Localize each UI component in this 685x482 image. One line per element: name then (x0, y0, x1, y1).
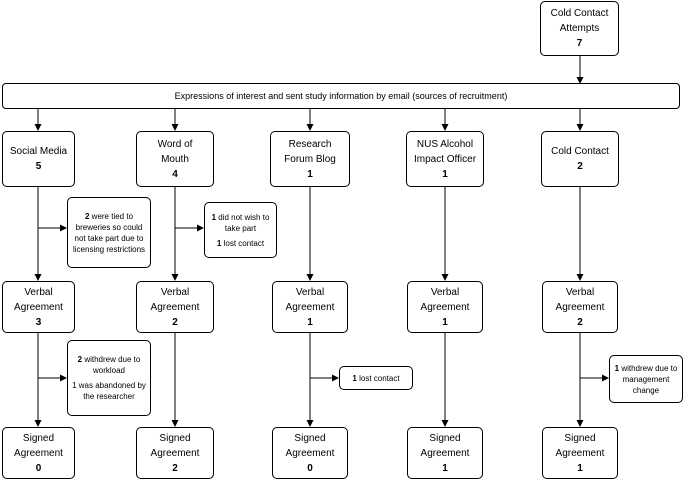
signed-count: 1 (577, 462, 583, 474)
note-detail: 1 was abandoned by the researcher (72, 381, 146, 401)
signed-label-1: Signed (294, 432, 326, 444)
note-count: 1 (352, 373, 357, 383)
source-label-2: Mouth (161, 153, 189, 165)
signed-label-2: Agreement (150, 447, 200, 459)
note-detail: lost contact (356, 373, 400, 383)
verbal-label-1: Verbal (430, 286, 460, 298)
recruitment-banner: Expressions of interest and sent study i… (2, 83, 680, 109)
signed-count: 1 (442, 462, 448, 474)
signed-label-1: Signed (22, 432, 55, 444)
verbal-agreement-box-social-media: Verbal Agreement 3 (2, 281, 75, 333)
source-count: 2 (577, 161, 583, 172)
note-detail: were tied to breweries so could not take… (72, 211, 146, 254)
signed-count: 0 (307, 462, 313, 474)
verbal-count: 1 (442, 316, 448, 328)
verbal-count: 2 (172, 316, 178, 328)
note-detail: withdrew due to management change (619, 363, 678, 395)
verbal-label-2: Agreement (555, 301, 605, 313)
source-label: Word of (157, 138, 193, 150)
source-label-2: Impact Officer (413, 153, 477, 165)
verbal-agreement-box-research-forum-blog: Verbal Agreement 1 (272, 281, 348, 333)
verbal-label-1: Verbal (295, 286, 325, 298)
signed-label-2: Agreement (420, 447, 470, 459)
note-blog-lost-contact: 1 lost contact (339, 366, 413, 390)
verbal-agreement-box-nus-alcohol-impact-officer: Verbal Agreement 1 (407, 281, 483, 333)
verbal-agreement-box-cold-contact: Verbal Agreement 2 (542, 281, 618, 333)
cold-contact-attempts-count: 7 (576, 38, 583, 49)
source-count: 1 (307, 168, 313, 180)
cold-contact-attempts-label-2: Attempts (559, 23, 600, 34)
signed-label-2: Agreement (555, 447, 605, 459)
verbal-agreement-box-word-of-mouth: Verbal Agreement 2 (136, 281, 214, 333)
source-box-cold-contact: Cold Contact 2 (541, 131, 619, 187)
note-detail: did not wish to take part (216, 212, 270, 233)
verbal-label-1: Verbal (24, 286, 53, 298)
note-social-media-withdrawals: 2 withdrew due to workload 1 was abandon… (67, 340, 151, 416)
note-count: 2 (84, 211, 90, 221)
source-count: 1 (442, 168, 448, 180)
signed-label-1: Signed (429, 432, 461, 444)
note-detail: lost contact (221, 238, 265, 248)
note-cold-contact-withdrawal: 1 withdrew due to management change (609, 355, 683, 403)
cold-contact-attempts-label-1: Cold Contact (550, 8, 609, 19)
source-box-social-media: Social Media 5 (2, 131, 75, 187)
note-text: 2 were tied to breweries so could not ta… (71, 211, 147, 255)
source-count: 5 (35, 161, 42, 172)
signed-label-2: Agreement (285, 447, 335, 459)
verbal-count: 3 (35, 316, 42, 328)
verbal-label-1: Verbal (160, 286, 190, 298)
verbal-label-1: Verbal (565, 286, 595, 298)
source-label: Social Media (9, 146, 68, 157)
note-count: 1 (216, 238, 222, 248)
note-detail: withdrew due to workload (82, 355, 141, 375)
note-text: 2 withdrew due to workload (71, 354, 147, 376)
verbal-label-2: Agreement (285, 301, 335, 313)
signed-label-1: Signed (564, 432, 596, 444)
note-count: 1 (211, 212, 217, 222)
signed-agreement-box-nus-alcohol-impact-officer: Signed Agreement 1 (407, 427, 483, 479)
verbal-label-2: Agreement (14, 301, 63, 313)
source-box-nus-alcohol-impact-officer: NUS Alcohol Impact Officer 1 (406, 131, 484, 187)
signed-count: 0 (35, 462, 42, 474)
verbal-count: 1 (307, 316, 313, 328)
note-text: 1 lost contact (343, 373, 409, 384)
note-text: 1 withdrew due to management change (613, 363, 679, 396)
note-breweries-excluded: 2 were tied to breweries so could not ta… (67, 197, 151, 268)
source-label: Cold Contact (551, 146, 609, 157)
note-count: 2 (77, 355, 83, 364)
note-text: 1 did not wish to take part (208, 212, 273, 234)
signed-count: 2 (172, 462, 178, 474)
source-count: 4 (172, 168, 178, 180)
signed-agreement-box-cold-contact: Signed Agreement 1 (542, 427, 618, 479)
source-label: NUS Alcohol (416, 138, 474, 150)
signed-agreement-box-social-media: Signed Agreement 0 (2, 427, 75, 479)
source-box-word-of-mouth: Word of Mouth 4 (136, 131, 214, 187)
note-text: 1 lost contact (208, 238, 273, 249)
verbal-label-2: Agreement (420, 301, 470, 313)
cold-contact-attempts-box: Cold Contact Attempts 7 (540, 1, 619, 56)
signed-label-2: Agreement (14, 447, 63, 459)
note-count: 1 (614, 363, 620, 373)
signed-agreement-box-word-of-mouth: Signed Agreement 2 (136, 427, 214, 479)
source-box-research-forum-blog: Research Forum Blog 1 (270, 131, 350, 187)
signed-label-1: Signed (159, 432, 191, 444)
source-label-2: Forum Blog (284, 153, 336, 165)
verbal-label-2: Agreement (150, 301, 200, 313)
recruitment-banner-text: Expressions of interest and sent study i… (174, 91, 508, 101)
note-word-of-mouth-dropouts: 1 did not wish to take part 1 lost conta… (204, 202, 277, 258)
signed-agreement-box-research-forum-blog: Signed Agreement 0 (272, 427, 348, 479)
verbal-count: 2 (577, 316, 583, 328)
source-label: Research (288, 138, 332, 150)
note-text: 1 was abandoned by the researcher (71, 380, 147, 402)
